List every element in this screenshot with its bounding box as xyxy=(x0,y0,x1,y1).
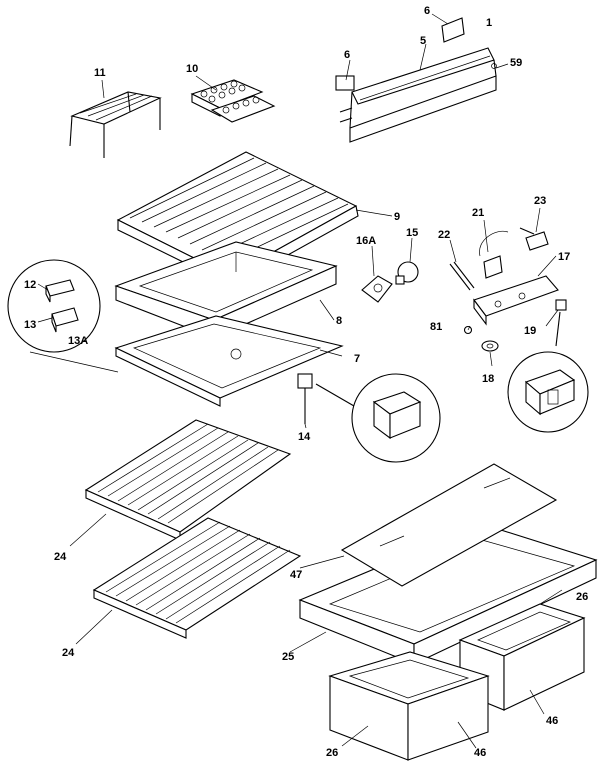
label-6-top: 6 xyxy=(424,5,430,17)
leader-lines xyxy=(37,13,563,749)
label-22: 22 xyxy=(438,229,450,241)
label-81: 81 xyxy=(430,321,442,333)
part-23-thermostat xyxy=(519,227,549,251)
part-26-drawer-left xyxy=(328,651,490,761)
label-25: 25 xyxy=(282,651,294,663)
label-59: 59 xyxy=(510,57,522,69)
part-16a-socket xyxy=(361,275,393,303)
part-24-wire-shelf-lower xyxy=(92,517,302,639)
label-9: 9 xyxy=(394,211,400,223)
detail-circle-19 xyxy=(507,351,589,433)
label-17: 17 xyxy=(558,251,570,263)
label-46-right: 46 xyxy=(546,715,558,727)
detail-circle-14 xyxy=(315,373,441,463)
label-16a: 16A xyxy=(356,235,376,247)
part-7-bottom-panel xyxy=(114,315,344,407)
part-25-crisper-frame xyxy=(298,523,598,665)
part-14-connector xyxy=(297,373,313,424)
label-26-right: 26 xyxy=(576,591,588,603)
label-15: 15 xyxy=(406,227,418,239)
label-19: 19 xyxy=(524,325,536,337)
part-15-bulb xyxy=(395,261,419,285)
part-26-drawer-right xyxy=(458,603,586,711)
label-14: 14 xyxy=(298,431,311,443)
callout-labels: 6 1 11 10 6 5 59 9 23 21 16A 15 22 17 12… xyxy=(24,5,588,759)
part-21-switch xyxy=(479,230,509,279)
part-11-wire-rack xyxy=(69,91,162,158)
label-6: 6 xyxy=(344,49,350,61)
label-23: 23 xyxy=(534,195,546,207)
part-47-glass-cover xyxy=(340,463,558,587)
label-13: 13 xyxy=(24,319,36,331)
label-46-left: 46 xyxy=(474,747,486,759)
label-24-upper: 24 xyxy=(54,551,67,563)
part-24-wire-shelf-upper xyxy=(84,419,292,541)
label-11: 11 xyxy=(94,67,106,79)
label-7: 7 xyxy=(354,353,360,365)
label-12: 12 xyxy=(24,279,36,291)
label-1: 1 xyxy=(486,17,492,29)
part-10-egg-trays xyxy=(190,79,276,123)
part-19-lamp-switch xyxy=(555,299,567,347)
label-18: 18 xyxy=(482,373,494,385)
label-10: 10 xyxy=(186,63,198,75)
label-26-left: 26 xyxy=(326,747,338,759)
label-21: 21 xyxy=(472,207,484,219)
part-22-rod xyxy=(449,261,475,291)
detail-circle-12-13 xyxy=(7,259,119,373)
label-5: 5 xyxy=(420,35,426,47)
label-13a: 13A xyxy=(68,335,88,347)
part-17-control-housing xyxy=(473,275,559,326)
label-8: 8 xyxy=(336,315,342,327)
label-47: 47 xyxy=(290,569,302,581)
label-24-lower: 24 xyxy=(62,647,75,659)
part-18-knob xyxy=(481,340,499,352)
part-5-rail xyxy=(335,17,497,143)
